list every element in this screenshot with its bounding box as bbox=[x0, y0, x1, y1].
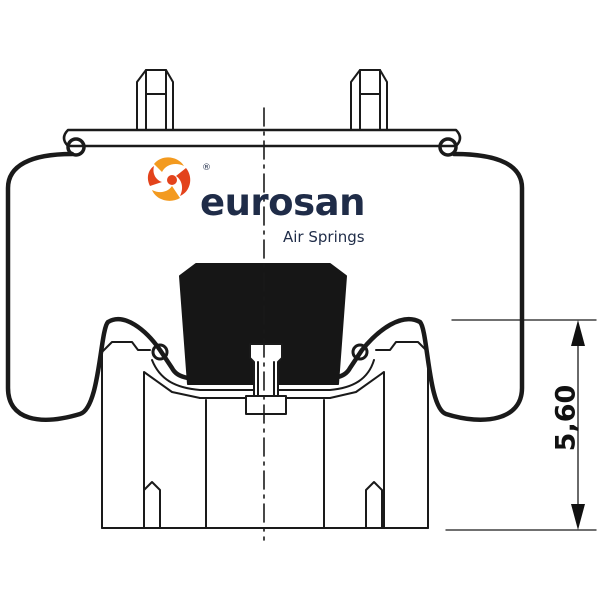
bump-stop bbox=[179, 263, 347, 385]
mounting-stud-right bbox=[350, 69, 388, 131]
dimension-arrow-bottom bbox=[571, 504, 585, 530]
bead-plate bbox=[62, 128, 462, 148]
dimension-arrow-top bbox=[571, 320, 585, 346]
piston-notch-right bbox=[365, 481, 383, 529]
flame-swirl-icon bbox=[147, 157, 191, 201]
crimp-bead-right bbox=[438, 137, 458, 157]
dimension-arrows bbox=[571, 320, 585, 530]
piston-bead-left bbox=[151, 343, 169, 361]
center-bolt bbox=[245, 343, 287, 415]
registered-mark: ® bbox=[202, 163, 211, 173]
piston-notch-left bbox=[143, 481, 161, 529]
mounting-stud-left bbox=[136, 69, 174, 131]
piston-bead-right bbox=[351, 343, 369, 361]
dimension-label: 5,60 bbox=[550, 384, 582, 452]
dimension-lines bbox=[445, 319, 597, 531]
crimp-bead-left bbox=[66, 137, 86, 157]
brand-tagline: Air Springs bbox=[283, 228, 365, 246]
brand-name: eurosan bbox=[200, 181, 365, 224]
